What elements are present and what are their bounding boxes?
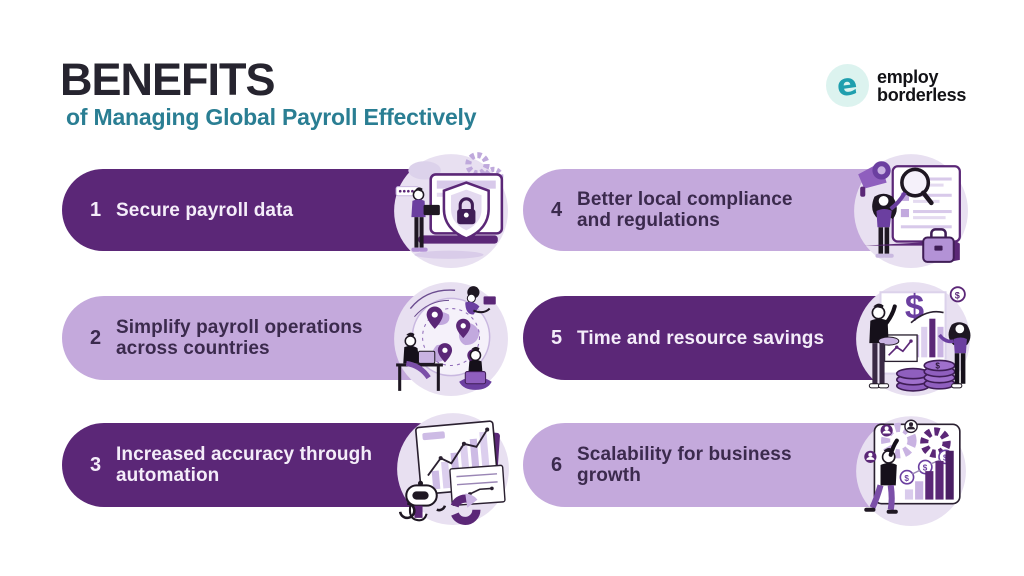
page-title: BENEFITS bbox=[60, 54, 276, 105]
growth-gears-barchart-illustration: $ $ $ bbox=[848, 404, 970, 526]
shield-lock-laptop-illustration bbox=[388, 148, 510, 270]
dollar-node-icon: $ $ $ bbox=[899, 449, 954, 485]
benefit-number: 1 bbox=[90, 198, 102, 221]
logo-text: employ borderless bbox=[877, 66, 967, 105]
person-with-laptop-icon bbox=[395, 186, 440, 252]
svg-text:$: $ bbox=[905, 289, 924, 327]
benefit-number: 2 bbox=[90, 326, 102, 349]
woman-figure-icon bbox=[872, 191, 907, 258]
employ-borderless-e-icon: e bbox=[826, 64, 869, 107]
person-reaching-icon bbox=[864, 438, 899, 514]
robot-icon bbox=[398, 480, 447, 522]
svg-text:$: $ bbox=[935, 362, 940, 371]
benefit-pill-1: 1 Secure payroll data bbox=[62, 169, 458, 251]
money-coins-charts-illustration: $ $ bbox=[850, 276, 972, 398]
magnifying-glass-icon bbox=[900, 167, 934, 206]
svg-text:$: $ bbox=[923, 464, 928, 473]
benefit-number: 6 bbox=[551, 453, 563, 476]
megaphone-icon bbox=[858, 161, 891, 197]
benefit-number: 4 bbox=[551, 198, 563, 221]
svg-text:$: $ bbox=[904, 474, 909, 483]
employ-borderless-logo: e employ borderless bbox=[826, 64, 966, 107]
benefit-number: 5 bbox=[551, 326, 563, 349]
svg-text:$: $ bbox=[955, 290, 960, 300]
woman-with-clipboard-icon bbox=[938, 322, 971, 389]
page-subtitle: of Managing Global Payroll Effectively bbox=[66, 104, 477, 130]
svg-text:$: $ bbox=[943, 453, 948, 462]
donut-chart-icon bbox=[449, 493, 481, 525]
globe-location-pins-illustration bbox=[388, 276, 510, 398]
benefit-number: 3 bbox=[90, 453, 102, 476]
person-sitting-laptop-icon bbox=[459, 346, 492, 390]
person-flying-laptop-icon bbox=[465, 286, 496, 315]
shield-lock-icon bbox=[442, 181, 490, 240]
user-avatar-icon bbox=[864, 419, 918, 463]
man-pointing-icon bbox=[868, 303, 900, 389]
benefit-label: Secure payroll data bbox=[116, 199, 294, 221]
dollar-coin-icon: $ bbox=[949, 286, 966, 303]
benefit-label: Time and resource savings bbox=[577, 327, 825, 349]
briefcase-icon bbox=[922, 228, 960, 263]
rising-bar-chart-icon bbox=[904, 450, 954, 500]
robot-analytics-charts-illustration bbox=[390, 404, 512, 526]
magnifier-document-review-illustration bbox=[848, 148, 970, 270]
person-at-desk-icon bbox=[396, 332, 443, 391]
